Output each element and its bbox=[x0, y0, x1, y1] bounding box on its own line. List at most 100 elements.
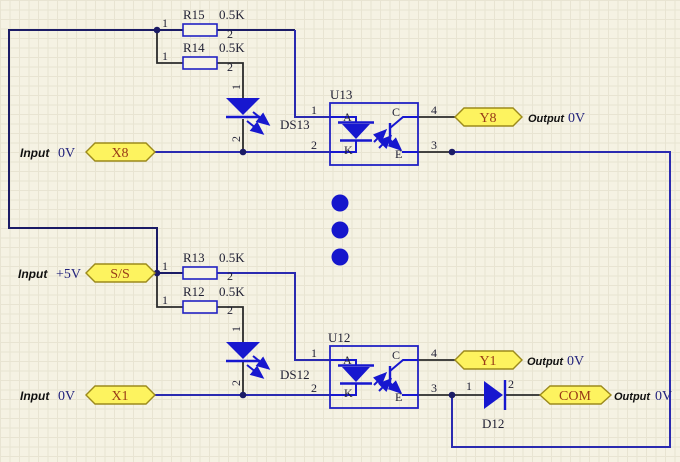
value: 0.5K bbox=[219, 7, 245, 22]
input-label: Input bbox=[20, 389, 50, 403]
port-shape bbox=[538, 385, 613, 405]
designator: R12 bbox=[183, 284, 205, 299]
wire-r15-to-u13[interactable] bbox=[294, 30, 330, 118]
output-label: Output bbox=[527, 356, 564, 368]
resistor-R15[interactable]: R15 0.5K 1 2 bbox=[162, 7, 245, 41]
port-name: S/S bbox=[110, 267, 129, 282]
continuation-dot bbox=[331, 221, 349, 239]
designator: U13 bbox=[330, 87, 352, 102]
internal-lead bbox=[330, 141, 357, 153]
junction-dot bbox=[239, 148, 247, 156]
pin-number: 2 bbox=[227, 303, 233, 317]
junction-dot bbox=[448, 391, 456, 399]
port-X8[interactable]: Input 0V X8 bbox=[20, 142, 156, 162]
anode-label: A bbox=[343, 110, 352, 124]
pin-number: 1 bbox=[311, 103, 317, 117]
led-emission-arrow bbox=[246, 364, 265, 379]
internal-lead bbox=[330, 116, 357, 122]
continuation-dot bbox=[331, 248, 349, 266]
resistor-body bbox=[182, 300, 218, 314]
designator: R15 bbox=[183, 7, 205, 22]
port-shape bbox=[454, 107, 523, 127]
led-triangle bbox=[342, 124, 370, 139]
port-SS[interactable]: Input +5V S/S bbox=[18, 263, 156, 283]
junction-dot bbox=[448, 148, 456, 156]
wire-r12-branch[interactable] bbox=[156, 273, 183, 308]
port-X1[interactable]: Input 0V X1 bbox=[20, 385, 156, 405]
pin-number: 1 bbox=[466, 379, 472, 393]
resistor-R13[interactable]: R13 0.5K 1 2 bbox=[162, 250, 245, 283]
transistor-collector bbox=[389, 359, 418, 372]
port-shape bbox=[85, 385, 156, 405]
pin-number: 2 bbox=[227, 269, 233, 283]
port-name: X8 bbox=[111, 146, 128, 161]
led-triangle bbox=[342, 367, 370, 382]
pin-number: 3 bbox=[431, 381, 437, 395]
pin-number: 2 bbox=[311, 381, 317, 395]
wire-r12-to-ds12[interactable] bbox=[217, 306, 244, 342]
value: 0.5K bbox=[219, 284, 245, 299]
pin-number: 4 bbox=[431, 103, 437, 117]
optocoupler-U12[interactable]: U12 A K C E 1 2 4 3 bbox=[311, 330, 437, 409]
light-arrow bbox=[377, 134, 393, 150]
wire-r13-to-u12[interactable] bbox=[217, 272, 330, 361]
resistor-R12[interactable]: R12 0.5K 1 2 bbox=[162, 284, 245, 317]
port-name: COM bbox=[559, 389, 591, 404]
led-DS13[interactable]: DS13 1 2 bbox=[226, 84, 310, 142]
led-triangle bbox=[226, 98, 260, 115]
voltage-label: +5V bbox=[56, 267, 81, 282]
junction-dot bbox=[239, 391, 247, 399]
pin-number: 4 bbox=[431, 346, 437, 360]
port-Y1[interactable]: Y1 Output 0V bbox=[454, 350, 584, 370]
emitter-label: E bbox=[395, 147, 402, 161]
transistor-collector bbox=[389, 116, 418, 129]
internal-lead bbox=[330, 384, 357, 396]
port-name: X1 bbox=[111, 389, 128, 404]
designator: R14 bbox=[183, 40, 205, 55]
pin-number: 1 bbox=[162, 16, 168, 30]
pin-number: 1 bbox=[311, 346, 317, 360]
input-label: Input bbox=[20, 146, 50, 160]
light-arrow bbox=[372, 128, 388, 144]
component-body bbox=[329, 345, 419, 409]
wire-emitter-loop[interactable] bbox=[451, 151, 671, 448]
collector-label: C bbox=[392, 105, 400, 119]
port-shape bbox=[85, 263, 156, 283]
led-DS12[interactable]: DS12 1 2 bbox=[226, 326, 310, 386]
continuation-dots bbox=[331, 194, 349, 266]
pin-number: 1 bbox=[162, 49, 168, 63]
led-emission-arrow bbox=[252, 111, 271, 126]
port-COM[interactable]: COM Output 0V bbox=[538, 385, 672, 405]
pin-number: 2 bbox=[311, 138, 317, 152]
internal-lead bbox=[330, 359, 357, 365]
pin-number: 1 bbox=[229, 326, 243, 332]
pin-number: 3 bbox=[431, 138, 437, 152]
diode-D12[interactable]: 1 2 D12 bbox=[466, 377, 514, 431]
transistor-emitter bbox=[387, 380, 403, 395]
anode-label: A bbox=[343, 353, 352, 367]
voltage-label: 0V bbox=[655, 389, 672, 404]
designator: U12 bbox=[328, 330, 350, 345]
wire-r14-branch[interactable] bbox=[156, 30, 183, 64]
output-label: Output bbox=[528, 113, 565, 125]
optocoupler-U13[interactable]: U13 A K C E 1 2 4 3 bbox=[311, 87, 437, 166]
pin-number: 2 bbox=[227, 27, 233, 41]
voltage-label: 0V bbox=[568, 111, 585, 126]
designator: R13 bbox=[183, 250, 205, 265]
resistor-R14[interactable]: R14 0.5K 1 2 bbox=[162, 40, 245, 74]
wire-r14-to-ds13[interactable] bbox=[217, 62, 244, 98]
port-Y8[interactable]: Y8 Output 0V bbox=[454, 107, 585, 127]
designator: DS12 bbox=[280, 367, 310, 382]
collector-label: C bbox=[392, 348, 400, 362]
diode-triangle bbox=[484, 381, 503, 409]
light-arrow bbox=[372, 371, 388, 387]
wire-left-loop[interactable] bbox=[8, 29, 183, 274]
resistor-body bbox=[182, 266, 218, 280]
voltage-label: 0V bbox=[58, 389, 75, 404]
pin-number: 1 bbox=[162, 259, 168, 273]
continuation-dot bbox=[331, 194, 349, 212]
output-label: Output bbox=[614, 391, 651, 403]
cathode-label: K bbox=[344, 143, 353, 157]
light-arrow bbox=[377, 377, 393, 393]
